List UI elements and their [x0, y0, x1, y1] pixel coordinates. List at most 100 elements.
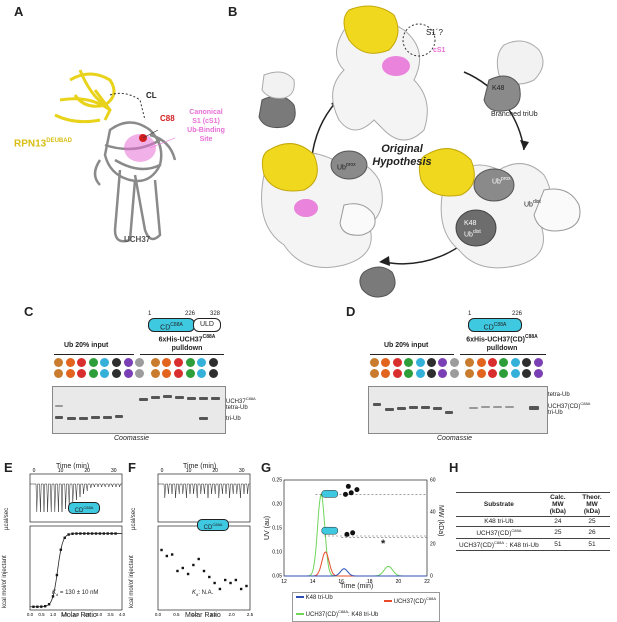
itc-data-point	[170, 553, 174, 556]
panel-c-gel	[52, 386, 226, 434]
itc-data-point	[197, 557, 200, 561]
cl-loop	[109, 92, 146, 121]
panel-c-cd-domain: CDC88A	[148, 318, 195, 332]
ub-chain-dot	[65, 369, 75, 378]
complex-right	[418, 148, 581, 269]
panel-f-cd-badge: CDC88A	[197, 519, 229, 531]
itc-data-point	[176, 569, 179, 573]
ub-chain-dot	[392, 369, 402, 378]
time-tick: 30	[111, 468, 117, 474]
panel-e-kd: Kd = 130 ± 10 nM	[52, 590, 99, 598]
panel-e-xlabel: Molar Ratio	[61, 612, 97, 619]
ub-chain-dot	[370, 369, 379, 378]
itc-data-point	[234, 578, 238, 582]
molar-ratio-tick: 1.0	[50, 612, 57, 617]
molar-ratio-tick: 2.5	[247, 612, 254, 617]
ub-chain-dot	[174, 358, 183, 367]
molar-ratio-tick: 2.0	[73, 612, 80, 617]
complex-left	[261, 143, 383, 268]
ubdist-right-label: Ubdist	[524, 199, 541, 209]
panel-label-d: D	[346, 304, 356, 319]
ub-chain-dot	[522, 358, 532, 367]
panel-f-time-label: Time (min)	[183, 463, 217, 470]
cs1-label: cS1	[433, 47, 446, 54]
ub-chain-dot	[404, 369, 414, 378]
legend-item-complex: UCH37(CD)C88A: K48 tri-Ub	[296, 607, 436, 620]
k48-label: K48	[492, 85, 505, 92]
ub-chain-dot	[135, 369, 145, 378]
ub-chain-dot	[77, 358, 87, 367]
ub-chain-dot	[499, 369, 509, 378]
molar-ratio-tick: 0.5	[173, 612, 180, 617]
molar-ratio-tick: 4.0	[119, 612, 126, 617]
itc-data-point	[181, 566, 184, 570]
y-tick: 0.20	[272, 502, 282, 508]
complex-top	[332, 5, 436, 141]
ub-chain-dot	[465, 369, 475, 378]
panel-c-input-label: Ub 20% input	[64, 342, 109, 349]
ub-chain-dot	[123, 369, 133, 378]
x-tick: 12	[281, 579, 287, 585]
ub-chain-dot	[88, 369, 98, 378]
ub-chain-dot	[449, 369, 459, 378]
raw-heat-trace	[30, 483, 122, 513]
panel-f-xlabel: Molar Ratio	[185, 612, 221, 619]
k48-branched-triub	[483, 40, 544, 112]
ub-chain-dot	[197, 358, 207, 367]
y2-tick: 0	[430, 574, 433, 580]
y2-tick: 60	[430, 478, 436, 484]
k48-ubdist-label: K48 Ubdist	[464, 220, 481, 239]
ub-chain-dot	[438, 369, 448, 378]
trace-uch37cd	[284, 551, 427, 577]
panel-d-input-label: Ub 20% input	[384, 342, 429, 349]
itc-data-point	[202, 569, 206, 573]
trace-k48-triub	[284, 568, 427, 577]
ub-dot	[350, 530, 356, 536]
itc-data-point	[186, 572, 190, 576]
ub-chain-dot	[123, 358, 133, 367]
molar-ratio-tick: 2.5	[84, 612, 91, 617]
panel-c-uch37-band-label: UCH37C88A	[226, 396, 256, 405]
ub-chain-dot	[112, 369, 121, 378]
table-row: UCH37(CD)C88A : K48 tri-Ub 51 51	[456, 538, 610, 552]
panel-e-ylabel-top: µcal/sec	[4, 507, 10, 530]
molar-ratio-tick: 1.5	[61, 612, 68, 617]
ub-dot	[344, 531, 350, 537]
cl-label: CL	[146, 91, 157, 100]
molar-ratio-tick: 3.0	[96, 612, 103, 617]
ub-chain-dot	[174, 369, 183, 378]
ub-chain-dot	[65, 358, 75, 367]
x-tick: 20	[396, 579, 402, 585]
branched-triub-label: Branched triUb	[491, 111, 538, 118]
y-tick: 0.10	[272, 550, 282, 556]
ub-chain-dot	[185, 358, 195, 367]
panel-label-c: C	[24, 304, 34, 319]
time-tick: 10	[58, 468, 64, 474]
ub-chain-dot	[100, 369, 110, 378]
panel-label-g: G	[261, 460, 272, 475]
ub-chain-dot	[392, 358, 402, 367]
ub-dot	[342, 491, 348, 497]
ubprox-left-label: Ubprox	[337, 162, 356, 172]
itc-data-point	[192, 563, 195, 567]
panel-e-cd-badge: CDC88A	[68, 502, 100, 514]
panel-e-time-label: Time (min)	[56, 463, 90, 470]
itc-data-point	[239, 587, 243, 591]
panel-c-ub-chain-icons	[54, 358, 224, 382]
ub-chain-dot	[465, 358, 475, 367]
panel-c-tri-label: tri-Ub	[226, 416, 241, 422]
ub-chain-dot	[185, 369, 195, 378]
panel-g-legend: K48 tri-Ub UCH37(CD)C88A UCH37(CD)C88A: …	[292, 592, 440, 622]
ub-chain-dot	[476, 358, 486, 367]
panel-f-kd: Kd: N.A.	[192, 590, 214, 598]
ubprox-right-label: Ubprox	[492, 176, 511, 186]
uch37-label: UCH37	[124, 235, 151, 244]
ub-chain-dot	[208, 358, 218, 367]
panel-d-ub-chain-icons	[370, 358, 546, 382]
panel-d-coomassie: Coomassie	[437, 435, 473, 442]
panel-d-gel	[368, 386, 548, 434]
panel-c-res-start: 1	[148, 311, 152, 317]
panel-c-title: 6xHis-UCH37C88A pulldown	[158, 334, 216, 353]
table-header-substrate: Substrate	[456, 492, 542, 517]
ub-chain-dot	[54, 369, 63, 378]
